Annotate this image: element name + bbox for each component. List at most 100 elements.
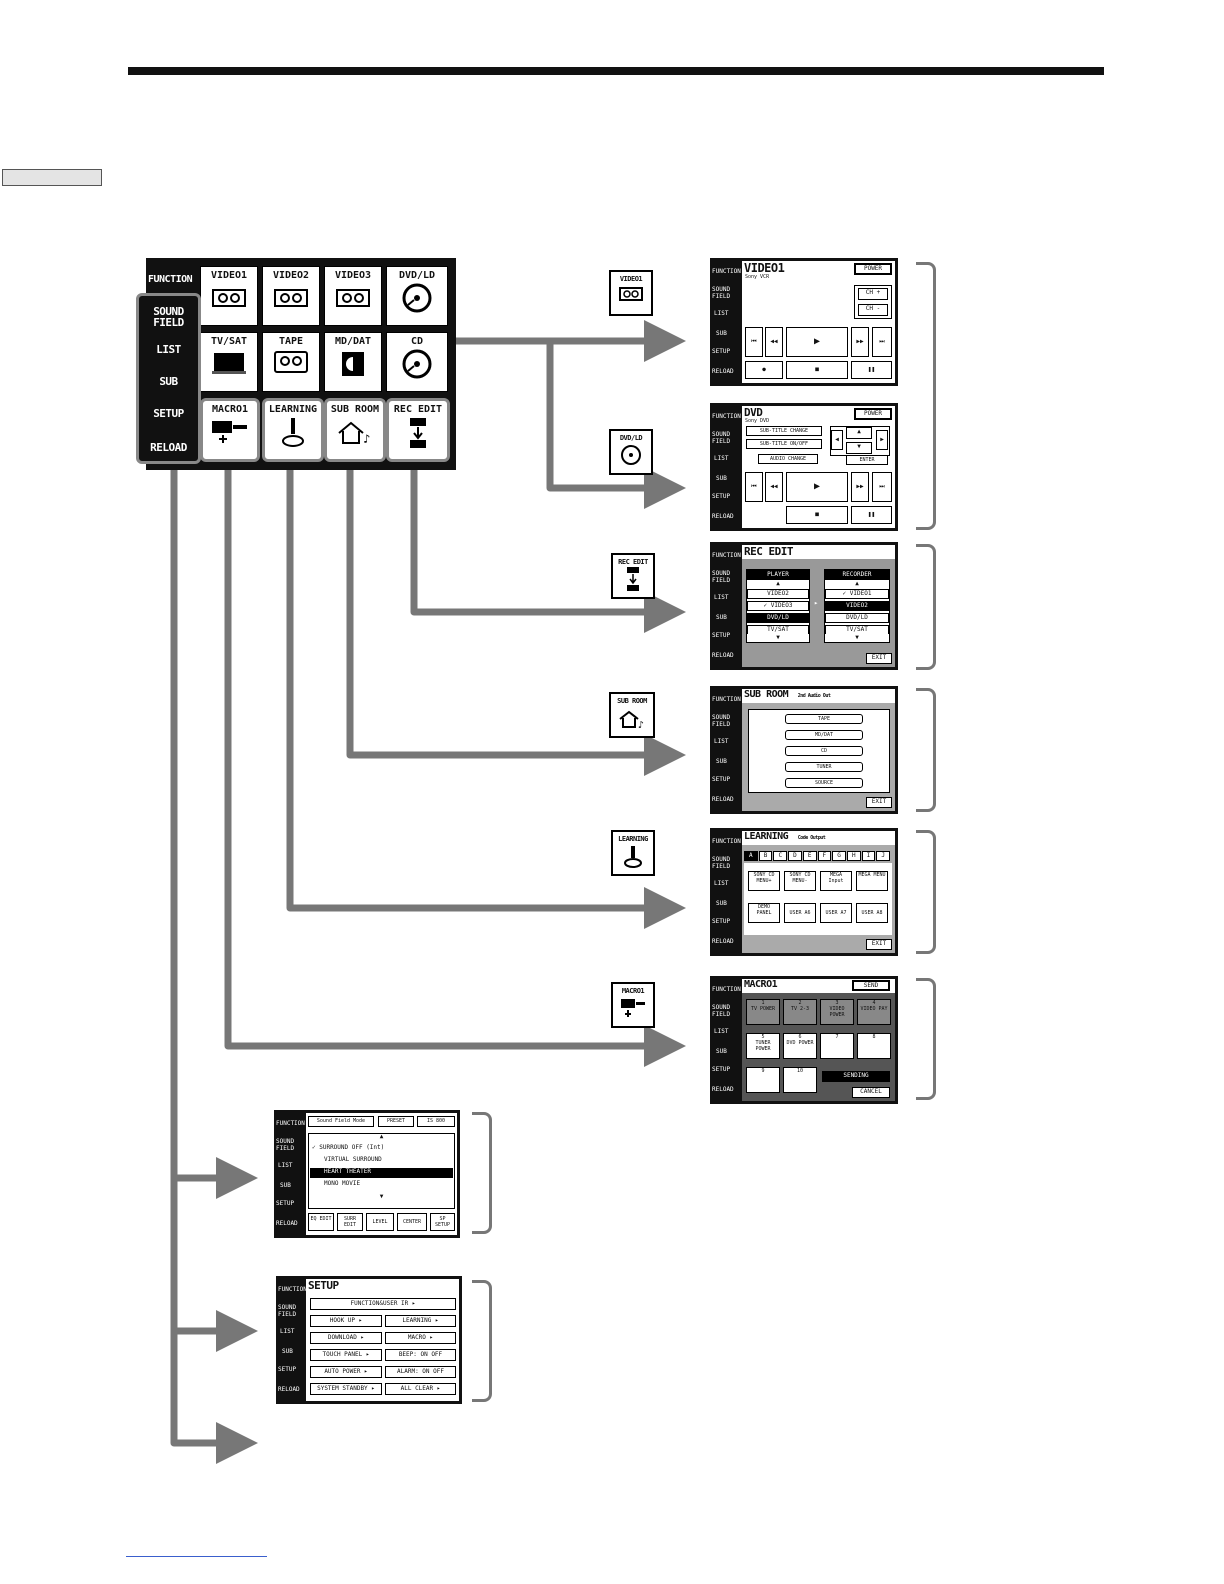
tile-dvd-ld[interactable]: DVD/LD	[386, 266, 448, 326]
tile-md-dat[interactable]: MD/DAT	[324, 332, 382, 392]
code-button[interactable]: SONY CD MENU+	[748, 871, 780, 891]
mode-item-selected[interactable]: ✓ SURROUND OFF (Int)	[310, 1144, 453, 1154]
code-button[interactable]: USER A8	[856, 903, 888, 923]
hook-up-button[interactable]: HOOK UP ▸	[310, 1315, 382, 1327]
scroll-down-icon[interactable]: ▼	[747, 634, 809, 642]
subtitle-change-button[interactable]: SUB-TITLE CHANGE	[746, 426, 822, 436]
play-button[interactable]: ▶	[786, 327, 848, 357]
letter-tab[interactable]: C	[773, 851, 788, 861]
tile-learning[interactable]: LEARNING	[262, 398, 324, 462]
macro-step[interactable]: 9	[746, 1067, 780, 1093]
cancel-button[interactable]: CANCEL	[852, 1087, 890, 1098]
macro-step[interactable]: 7	[820, 1033, 854, 1059]
source-item[interactable]: TUNER	[785, 762, 863, 772]
source-item[interactable]: SOURCE	[785, 778, 863, 788]
letter-tab[interactable]: A	[744, 851, 758, 861]
letter-tab[interactable]: E	[802, 851, 817, 861]
subtitle-onoff-button[interactable]: SUB-TITLE ON/OFF	[746, 439, 822, 449]
macro-step[interactable]: 8	[857, 1033, 891, 1059]
rewind-button[interactable]: ◀◀	[765, 327, 783, 357]
surr-edit-button[interactable]: SURR EDIT	[337, 1213, 363, 1231]
download-button[interactable]: DOWNLOAD ▸	[310, 1332, 382, 1344]
player-item-selected[interactable]: ✓ VIDEO3	[747, 601, 809, 611]
eq-edit-button[interactable]: EQ EDIT	[308, 1213, 334, 1231]
scroll-up-icon[interactable]: ▲	[747, 580, 809, 588]
code-button[interactable]: USER A7	[820, 903, 852, 923]
source-item[interactable]: MD/DAT	[785, 730, 863, 740]
enter-button[interactable]: ENTER	[846, 455, 888, 465]
stop-button[interactable]: ■	[786, 361, 848, 379]
pause-button[interactable]: ❚❚	[851, 506, 892, 524]
sidebar-setup[interactable]: SETUP	[153, 407, 184, 420]
recorder-item[interactable]: DVD/LD	[825, 613, 889, 623]
rewind-button[interactable]: ◀◀	[765, 472, 783, 502]
letter-tab[interactable]: H	[846, 851, 861, 861]
exit-button[interactable]: EXIT	[866, 939, 892, 950]
level-button[interactable]: LEVEL	[366, 1213, 394, 1231]
function-user-ir-button[interactable]: FUNCTION&USER IR ▸	[310, 1298, 456, 1310]
tile-rec-edit[interactable]: REC EDIT	[386, 398, 450, 462]
code-button[interactable]: MEGA MENU	[856, 871, 888, 891]
macro-setup-button[interactable]: MACRO ▸	[385, 1332, 456, 1344]
tile-video1[interactable]: VIDEO1	[200, 266, 258, 326]
recorder-item-selected[interactable]: ✓ VIDEO1	[825, 589, 889, 599]
cursor-right-button[interactable]: ▶	[876, 430, 888, 450]
code-button[interactable]: MEGA Input	[820, 871, 852, 891]
audio-change-button[interactable]: AUDIO CHANGE	[758, 454, 818, 464]
letter-tab[interactable]: I	[861, 851, 876, 861]
macro-step[interactable]: 10	[783, 1067, 817, 1093]
cursor-down-button[interactable]: ▼	[846, 442, 872, 454]
mode-item-highlighted[interactable]: HEART THEATER	[310, 1168, 453, 1178]
beep-toggle[interactable]: BEEP: ON OFF	[385, 1349, 456, 1361]
auto-power-button[interactable]: AUTO POWER ▸	[310, 1366, 382, 1378]
mode-item[interactable]: VIRTUAL SURROUND	[310, 1156, 453, 1166]
player-item[interactable]: VIDEO2	[747, 589, 809, 599]
channel-down-button[interactable]: CH -	[858, 304, 888, 316]
record-button[interactable]: ●	[745, 361, 783, 379]
fast-forward-button[interactable]: ▶▶	[851, 327, 869, 357]
device-tab[interactable]: IS 800	[417, 1116, 455, 1127]
code-button[interactable]: DEMO PANEL	[748, 903, 780, 923]
channel-up-button[interactable]: CH +	[858, 288, 888, 300]
alarm-toggle[interactable]: ALARM: ON OFF	[385, 1366, 456, 1378]
scroll-up-icon[interactable]: ▲	[379, 1133, 384, 1140]
tile-macro1[interactable]: MACRO1	[200, 398, 260, 462]
source-item[interactable]: CD	[785, 746, 863, 756]
tile-video2[interactable]: VIDEO2	[262, 266, 320, 326]
tile-video3[interactable]: VIDEO3	[324, 266, 382, 326]
scroll-down-icon[interactable]: ▼	[825, 634, 889, 642]
play-button[interactable]: ▶	[786, 472, 848, 502]
system-standby-button[interactable]: SYSTEM STANDBY ▸	[310, 1383, 382, 1395]
next-track-button[interactable]: ⏭	[872, 327, 892, 357]
tile-cd[interactable]: CD	[386, 332, 448, 392]
code-button[interactable]: SONY CD MENU-	[784, 871, 816, 891]
next-track-button[interactable]: ⏭	[872, 472, 892, 502]
scroll-down-icon[interactable]: ▼	[379, 1193, 384, 1200]
letter-tab[interactable]: D	[788, 851, 802, 861]
letter-tab[interactable]: F	[817, 851, 832, 861]
letter-tab[interactable]: J	[876, 851, 891, 861]
sidebar-reload[interactable]: RELOAD	[150, 441, 187, 454]
prev-track-button[interactable]: ⏮	[745, 472, 763, 502]
prev-track-button[interactable]: ⏮	[745, 327, 763, 357]
letter-tab[interactable]: G	[832, 851, 846, 861]
sidebar-sound-field[interactable]: SOUND FIELD	[153, 305, 184, 329]
letter-tab[interactable]: B	[758, 851, 773, 861]
pause-button[interactable]: ❚❚	[851, 361, 892, 379]
power-button[interactable]: POWER	[854, 263, 892, 275]
player-item[interactable]: DVD/LD	[747, 613, 809, 623]
tile-tape[interactable]: TAPE	[262, 332, 320, 392]
source-item[interactable]: TAPE	[785, 714, 863, 724]
send-button[interactable]: SEND	[852, 980, 890, 991]
mode-item[interactable]: MONO MOVIE	[310, 1180, 453, 1190]
exit-button[interactable]: EXIT	[866, 653, 892, 664]
stop-button[interactable]: ■	[786, 506, 848, 524]
code-button[interactable]: USER A6	[784, 903, 816, 923]
sidebar-sub[interactable]: SUB	[159, 375, 178, 388]
